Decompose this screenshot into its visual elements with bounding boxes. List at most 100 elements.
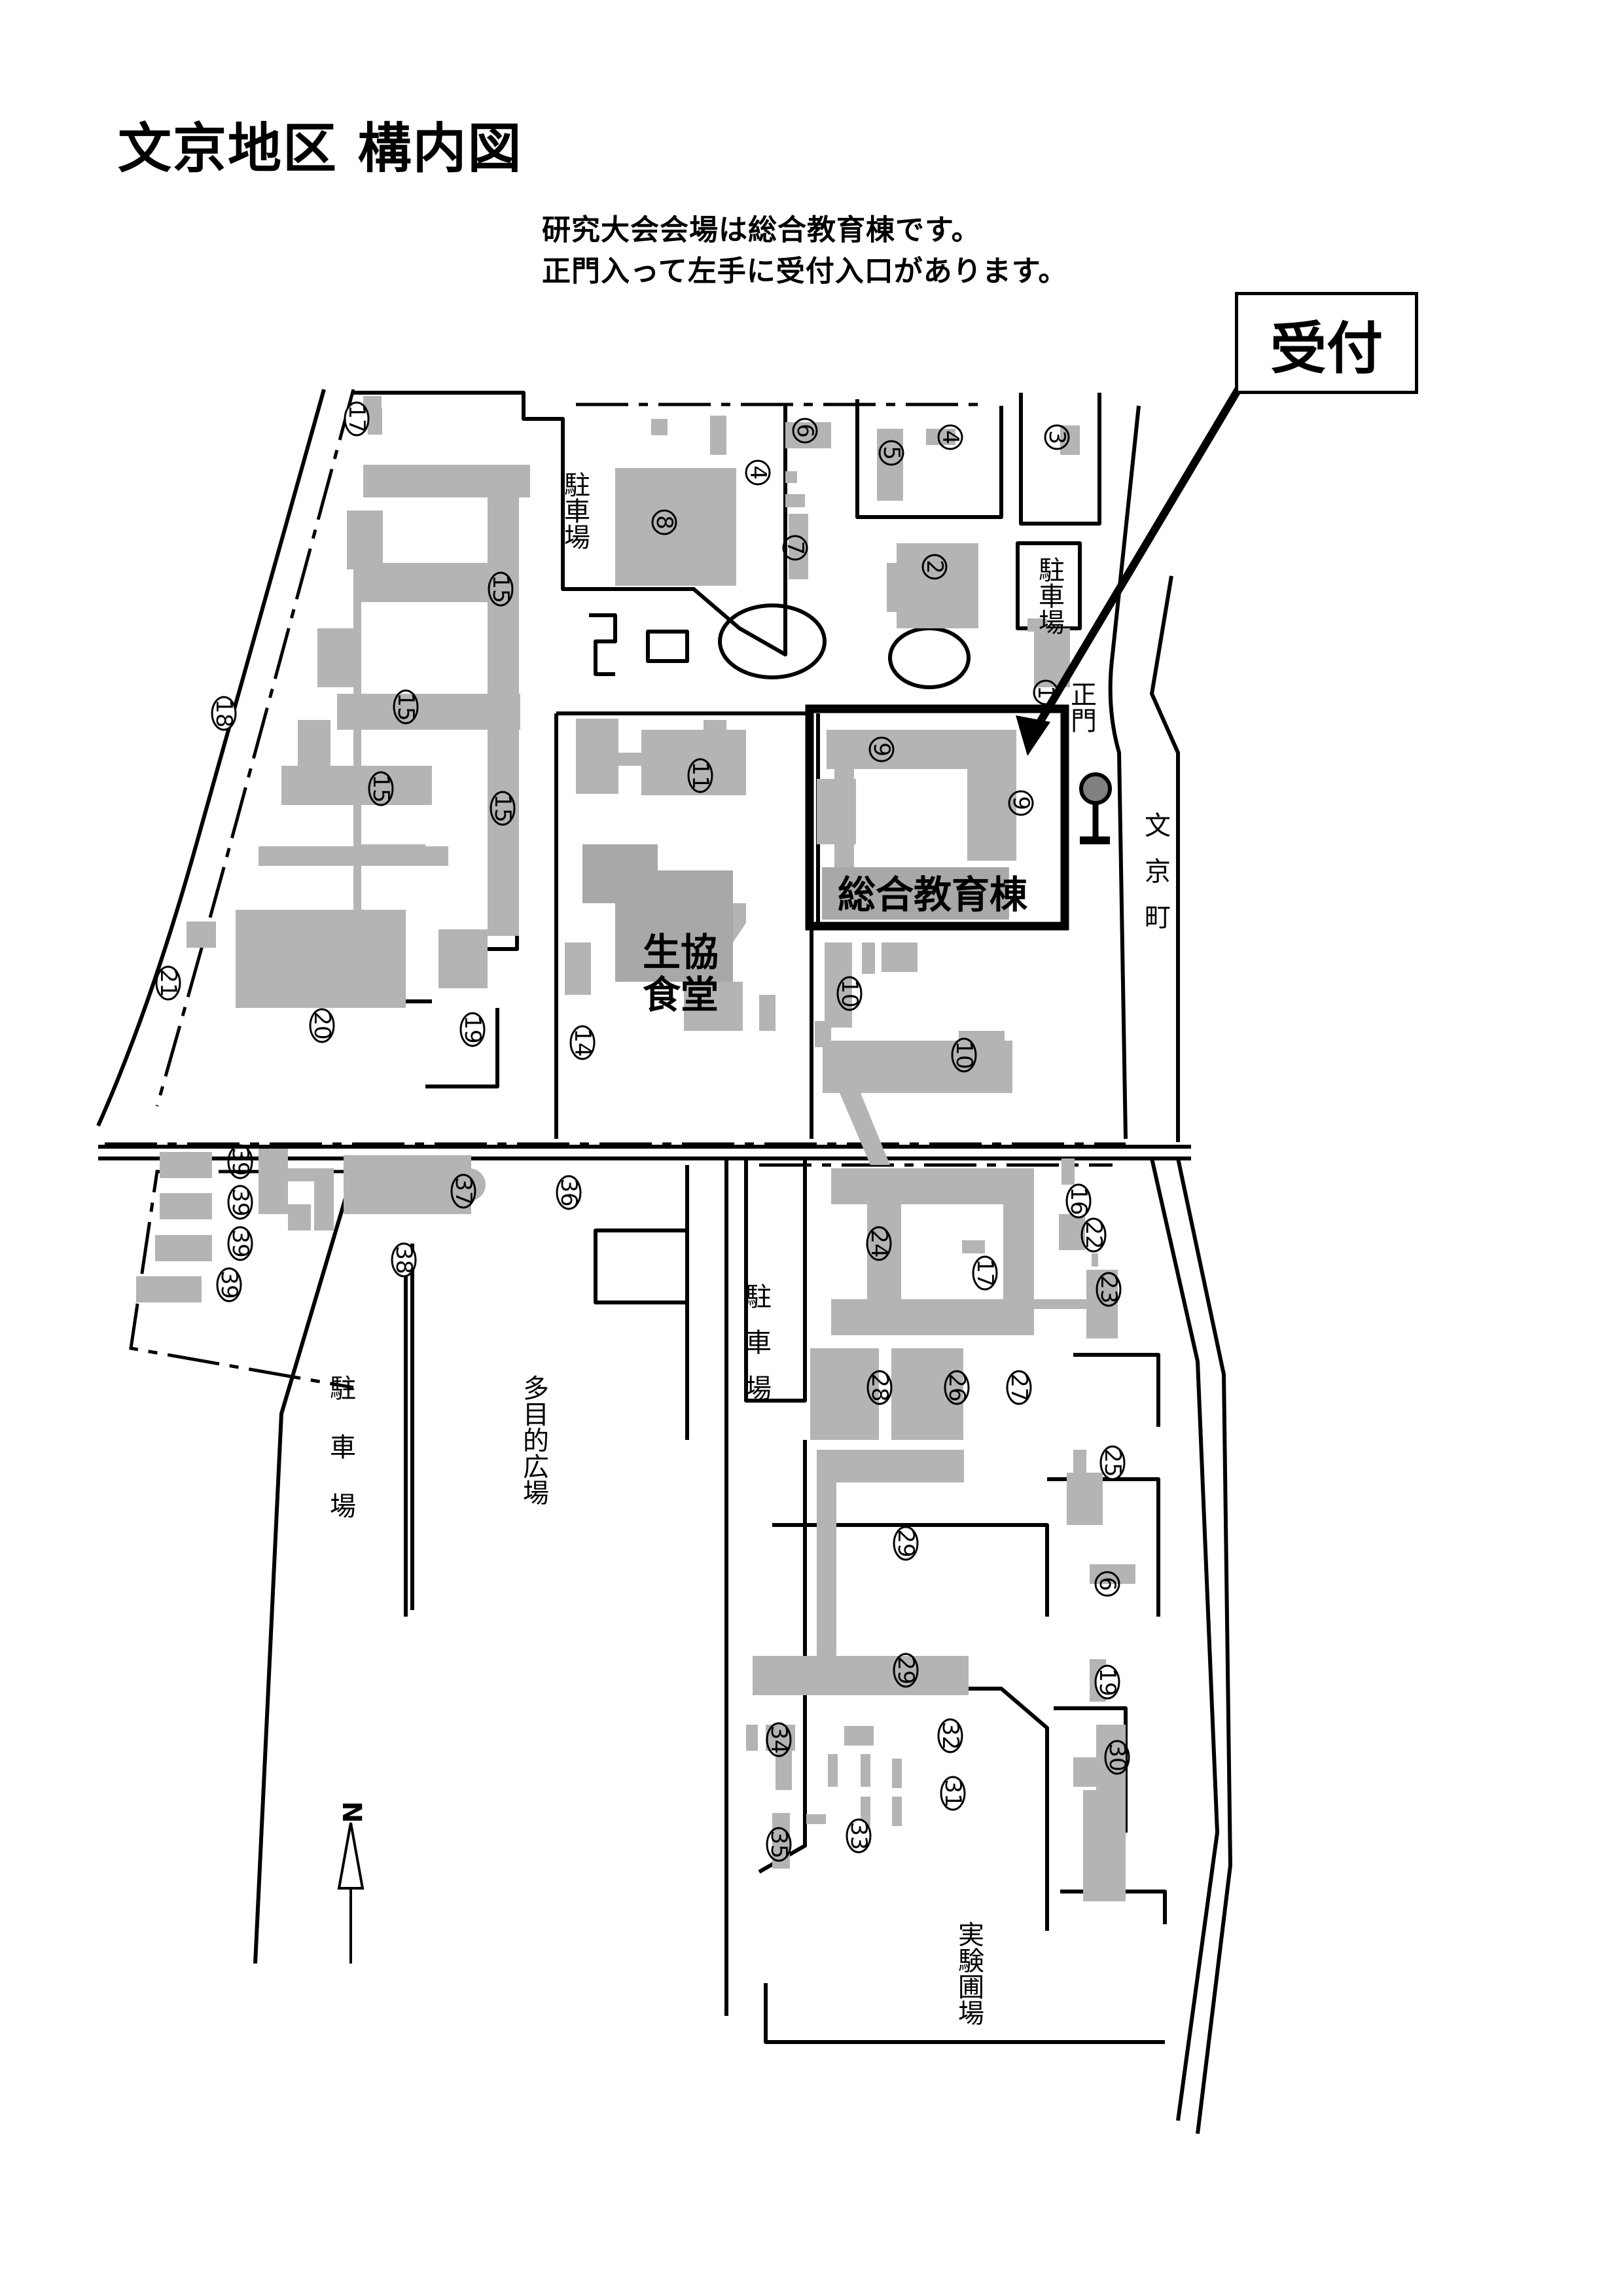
parking-label-west: 駐車場 (325, 1374, 355, 1551)
building-number-9: 9 (1008, 790, 1034, 816)
number-circle (556, 1175, 582, 1210)
number-text: 14 (569, 1028, 596, 1056)
number-circle (687, 758, 713, 793)
parking-label-gate: 駐車場 (1034, 556, 1064, 635)
number-text: 10 (951, 1041, 977, 1069)
parking-label-north: 駐車場 (560, 471, 590, 550)
number-circle (745, 459, 771, 486)
highlight-building-label: 総合教育棟 (838, 872, 1028, 917)
number-text: 23 (1096, 1275, 1122, 1303)
number-circle (450, 1174, 476, 1209)
number-circle (937, 424, 963, 450)
number-text: 16 (1065, 1187, 1092, 1215)
building-number-19: 19 (459, 1012, 486, 1047)
building-number-39: 39 (227, 1226, 253, 1261)
coop-label-line2: 食堂 (643, 973, 719, 1017)
building-number-8: 8 (651, 509, 677, 535)
number-circle (391, 1242, 417, 1278)
number-circle (1094, 1664, 1120, 1700)
building-number-35: 35 (766, 1827, 792, 1862)
number-text: 5 (878, 446, 904, 460)
reception-callout: 受付 (1235, 292, 1418, 394)
number-text: 15 (490, 794, 516, 822)
number-circle (569, 1025, 596, 1060)
number-text: 15 (368, 774, 394, 802)
number-text: 31 (940, 1779, 966, 1807)
building-number-10: 10 (951, 1037, 977, 1073)
building-number-37: 37 (450, 1174, 476, 1209)
number-text: 39 (227, 1229, 253, 1257)
highlight-label-bg (822, 867, 1008, 920)
number-circle (972, 1255, 998, 1291)
highlight-box (805, 704, 1069, 931)
number-circle (216, 1267, 242, 1302)
main-gate-marker-icon (1079, 772, 1112, 844)
building-number-38: 38 (391, 1242, 417, 1278)
number-circle (227, 1226, 253, 1261)
number-text: 24 (866, 1229, 892, 1257)
number-text: 20 (309, 1011, 335, 1039)
number-text: 39 (216, 1270, 242, 1299)
page-title: 文京地区 構内図 (118, 118, 523, 180)
main-gate-label: 正門 (1066, 681, 1096, 733)
number-circle (921, 554, 948, 580)
number-text: 28 (866, 1373, 893, 1401)
building-number-19: 19 (1094, 1664, 1120, 1700)
building-number-11: 11 (687, 758, 713, 793)
farm-label: 実験圃場 (954, 1921, 984, 2026)
number-text: 9 (868, 742, 895, 757)
number-circle (1006, 1370, 1032, 1405)
number-circle (893, 1653, 919, 1688)
number-circle (651, 509, 677, 535)
number-text: 36 (556, 1178, 582, 1206)
parking-label-south: 駐車場 (741, 1283, 771, 1420)
building-number-25: 25 (1099, 1445, 1126, 1480)
number-circle (393, 689, 419, 725)
number-text: 18 (211, 699, 237, 727)
number-circle (944, 1370, 970, 1405)
building-number-21: 21 (155, 965, 181, 1001)
number-text: 22 (1080, 1221, 1107, 1249)
number-circle (1096, 1272, 1122, 1307)
number-text: 15 (393, 692, 419, 721)
building-number-31: 31 (940, 1776, 966, 1811)
number-text: 25 (1099, 1448, 1126, 1477)
number-text: 9 (1008, 796, 1034, 810)
number-text: 34 (766, 1725, 792, 1753)
number-circle (782, 535, 808, 561)
building-number-33: 33 (846, 1818, 872, 1854)
number-circle (1094, 1571, 1120, 1597)
building-number-34: 34 (766, 1722, 792, 1757)
number-circle (227, 1185, 253, 1220)
number-circle (846, 1818, 872, 1854)
number-text: 29 (893, 1529, 919, 1557)
building-number-20: 20 (309, 1008, 335, 1043)
number-text: 7 (782, 541, 808, 555)
number-text: 6 (792, 423, 818, 438)
building-number-24: 24 (866, 1226, 892, 1261)
number-text: 26 (944, 1373, 970, 1401)
reception-arrow (1016, 384, 1244, 756)
building-number-28: 28 (866, 1370, 893, 1405)
number-text: 1 (1033, 685, 1059, 700)
number-circle (1099, 1445, 1126, 1480)
number-text: 38 (391, 1246, 417, 1274)
number-circle (344, 401, 370, 437)
number-text: 32 (937, 1721, 963, 1749)
number-text: 17 (344, 404, 370, 433)
building-number-15: 15 (490, 791, 516, 826)
building-number-39: 39 (227, 1144, 253, 1179)
building-number-7: 7 (782, 535, 808, 561)
number-text: 27 (1006, 1373, 1032, 1401)
building-number-10: 10 (836, 976, 863, 1011)
reception-note: 正門入って左手に受付入口があります。 (542, 255, 1068, 288)
building-number-29: 29 (893, 1653, 919, 1688)
plaza-label: 多目的広場 (518, 1374, 548, 1505)
building-number-9: 9 (868, 736, 895, 762)
number-text: 39 (227, 1147, 253, 1175)
number-text: 4 (937, 430, 963, 444)
number-circle (1065, 1183, 1092, 1219)
building-number-6: 6 (1094, 1571, 1120, 1597)
number-text: 33 (846, 1821, 872, 1850)
